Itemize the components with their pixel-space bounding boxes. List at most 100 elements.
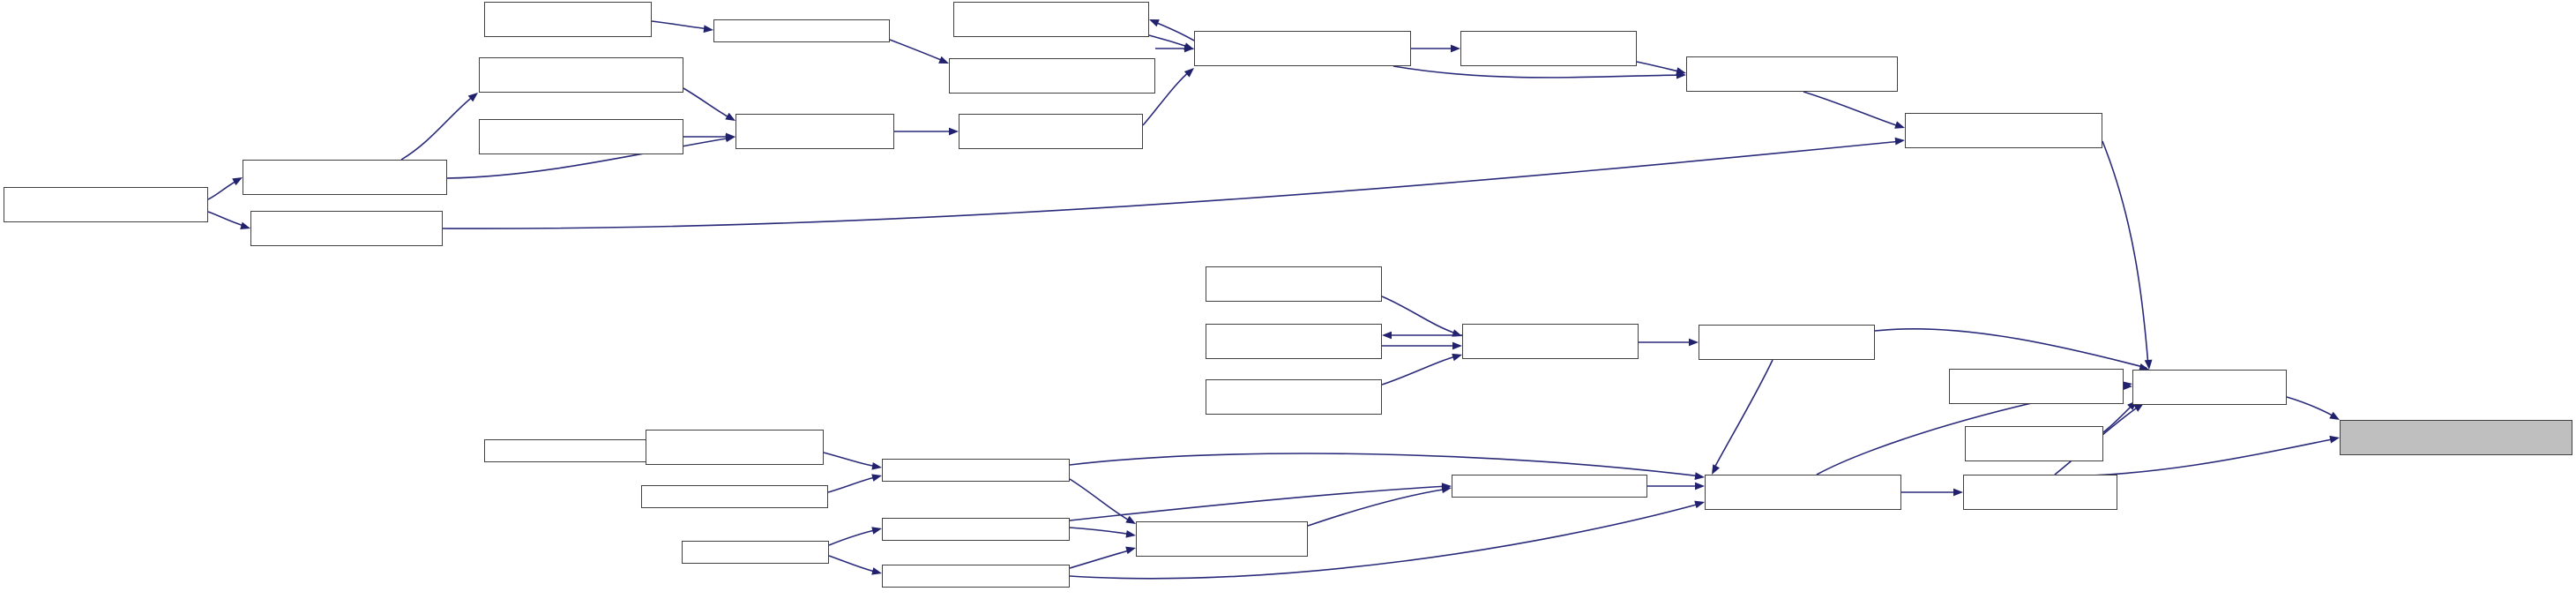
graph-node[interactable] xyxy=(735,114,894,149)
graph-edge xyxy=(823,452,879,468)
graph-node[interactable] xyxy=(959,114,1143,149)
graph-node[interactable] xyxy=(484,2,652,37)
graph-node[interactable] xyxy=(1965,426,2103,461)
graph-node[interactable] xyxy=(1963,475,2117,510)
graph-edge xyxy=(1069,485,1449,521)
graph-node[interactable] xyxy=(479,119,683,154)
graph-edge-arrowhead xyxy=(232,177,243,186)
graph-edge-arrowhead xyxy=(2133,403,2144,412)
graph-edge-arrowhead xyxy=(1125,529,1136,538)
graph-node[interactable] xyxy=(713,19,890,42)
graph-edge-arrowhead xyxy=(1712,464,1721,475)
graph-edge-arrowhead xyxy=(1676,67,1686,75)
graph-edge-arrowhead xyxy=(2144,359,2153,370)
graph-edge-arrowhead xyxy=(871,527,882,535)
graph-edge-arrowhead xyxy=(1894,121,1905,129)
graph-edge xyxy=(1069,527,1133,535)
graph-edge-arrowhead xyxy=(871,567,882,575)
graph-edge xyxy=(1381,355,1460,386)
graph-edge-arrowhead xyxy=(1452,341,1462,350)
graph-edge xyxy=(889,39,946,63)
graph-node[interactable] xyxy=(4,187,208,222)
graph-edge xyxy=(683,87,733,120)
graph-edge-arrowhead xyxy=(1694,472,1705,481)
graph-edge-arrowhead xyxy=(2329,435,2340,444)
graph-edge-arrowhead xyxy=(1183,68,1194,78)
graph-edge-arrowhead xyxy=(240,221,250,230)
graph-node[interactable] xyxy=(1460,31,1637,66)
graph-edge xyxy=(1069,453,1702,477)
graph-edge-arrowhead xyxy=(2123,382,2132,391)
graph-edge xyxy=(1069,549,1133,569)
graph-node[interactable] xyxy=(953,2,1149,37)
graph-edge-arrowhead xyxy=(1125,515,1136,524)
graph-node[interactable] xyxy=(1686,56,1898,92)
graph-node[interactable] xyxy=(646,430,824,465)
graph-edge xyxy=(207,211,248,228)
graph-edge xyxy=(2102,402,2135,433)
graph-node[interactable] xyxy=(1194,31,1411,66)
graph-edge-arrowhead xyxy=(1694,500,1705,509)
graph-node[interactable] xyxy=(641,485,828,508)
graph-node[interactable] xyxy=(1699,325,1875,360)
graph-edge xyxy=(1393,65,1684,79)
graph-edge-arrowhead xyxy=(1689,338,1699,347)
graph-edge xyxy=(2054,404,2142,475)
graph-edge xyxy=(1069,478,1133,523)
graph-node[interactable] xyxy=(1949,369,2124,404)
graph-edge-arrowhead xyxy=(871,461,882,470)
graph-edge-arrowhead xyxy=(1184,44,1194,53)
graph-node[interactable] xyxy=(1705,475,1901,510)
graph-node[interactable] xyxy=(243,160,447,195)
graph-edge-arrowhead xyxy=(938,56,949,64)
graph-node[interactable] xyxy=(1136,521,1308,557)
graph-node[interactable] xyxy=(1905,113,2102,148)
graph-node[interactable] xyxy=(1462,324,1639,359)
graph-edge-arrowhead xyxy=(2329,411,2340,420)
graph-edge xyxy=(1803,91,1902,128)
graph-edge xyxy=(1874,327,2147,369)
graph-edge-arrowhead xyxy=(725,112,735,121)
graph-edge xyxy=(828,528,879,546)
graph-edge-arrowhead xyxy=(1695,482,1705,490)
graph-node[interactable] xyxy=(484,439,652,462)
graph-edge xyxy=(1712,359,1773,472)
graph-edge-arrowhead xyxy=(1953,488,1963,497)
graph-edge xyxy=(446,137,733,179)
graph-node[interactable] xyxy=(1206,324,1382,359)
graph-edge-arrowhead xyxy=(2139,363,2149,371)
graph-node[interactable] xyxy=(479,57,683,93)
graph-node[interactable] xyxy=(1452,475,1647,498)
graph-edge xyxy=(442,140,1902,229)
graph-node[interactable] xyxy=(1206,379,1382,415)
graph-edge-arrowhead xyxy=(949,127,959,136)
graph-node[interactable] xyxy=(2132,370,2287,405)
graph-edge xyxy=(827,475,879,493)
graph-edge-arrowhead xyxy=(1452,353,1462,362)
graph-node[interactable] xyxy=(949,58,1155,94)
graph-edge-arrowhead xyxy=(1149,19,1160,27)
graph-edge-arrowhead xyxy=(1451,44,1460,53)
graph-edge xyxy=(1307,488,1449,527)
graph-edge-arrowhead xyxy=(726,132,735,141)
graph-node[interactable] xyxy=(250,211,443,246)
graph-edge xyxy=(1148,34,1191,49)
graph-edge-arrowhead xyxy=(703,25,713,34)
graph-node[interactable] xyxy=(1206,266,1382,302)
graph-edge xyxy=(828,555,879,573)
graph-edge xyxy=(2286,396,2338,419)
graph-edge xyxy=(2102,140,2149,367)
graph-node[interactable] xyxy=(682,541,829,564)
graph-edge-arrowhead xyxy=(1894,137,1905,146)
graph-edge xyxy=(400,94,475,161)
graph-edge xyxy=(1142,70,1191,126)
graph-edge xyxy=(651,20,711,30)
graph-node[interactable] xyxy=(882,565,1070,588)
graph-edge-arrowhead xyxy=(1125,546,1136,555)
graph-edge xyxy=(1069,502,1704,580)
graph-node[interactable] xyxy=(882,459,1070,482)
graph-node[interactable] xyxy=(882,518,1070,541)
graph-node[interactable] xyxy=(2340,420,2572,455)
